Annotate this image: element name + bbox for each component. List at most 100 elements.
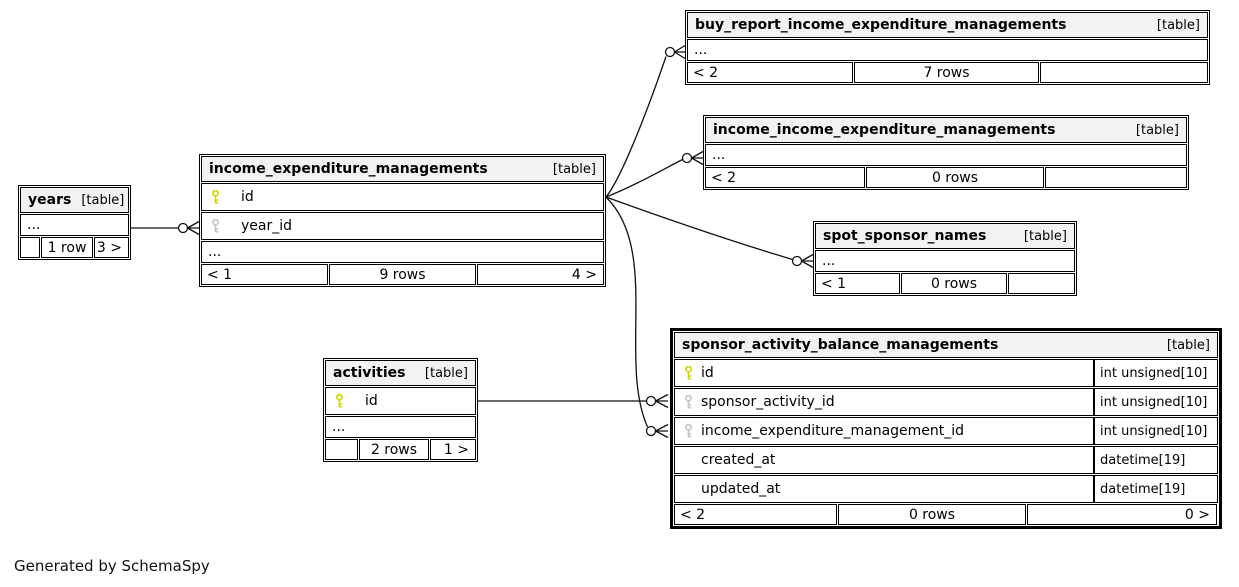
table-name: sponsor_activity_balance_managements xyxy=(682,337,999,353)
table-name: buy_report_income_expenditure_management… xyxy=(695,17,1067,33)
table-name: years xyxy=(28,192,72,208)
column-row: id xyxy=(325,387,476,415)
column-name: sponsor_activity_id xyxy=(701,394,835,410)
zero-marker xyxy=(645,395,657,407)
row-count: 1 row xyxy=(41,237,93,258)
zero-marker xyxy=(664,46,676,58)
ellipsis-label: ... xyxy=(27,217,41,233)
related-out-count xyxy=(1040,62,1208,83)
column-type: datetime[19] xyxy=(1093,476,1217,502)
table-footer: < 2 0 rows 0 > xyxy=(674,504,1218,525)
table-tag: [table] xyxy=(81,192,125,208)
row-count: 7 rows xyxy=(854,62,1039,83)
related-out-count: 0 > xyxy=(1027,504,1217,525)
crow-foot-marker xyxy=(674,44,686,60)
fk-link-income-income xyxy=(605,150,704,198)
table-header[interactable]: buy_report_income_expenditure_management… xyxy=(687,12,1208,38)
hidden-columns-row: ... xyxy=(705,144,1187,166)
foreign-key-icon xyxy=(684,424,693,438)
table-tag: [table] xyxy=(552,161,596,177)
column-row: id int unsigned[10] xyxy=(674,359,1218,387)
column-type: int unsigned[10] xyxy=(1093,418,1217,444)
fk-link-sabm-iem xyxy=(605,196,669,439)
table-footer: < 1 0 rows xyxy=(815,273,1075,294)
column-type: int unsigned[10] xyxy=(1093,360,1217,386)
table-header[interactable]: activities [table] xyxy=(325,360,476,386)
row-count: 2 rows xyxy=(359,439,429,460)
hidden-columns-row: ... xyxy=(201,241,604,263)
table-years: years [table] ... 1 row 3 > xyxy=(18,185,131,260)
table-tag: [table] xyxy=(1156,17,1200,33)
related-out-count xyxy=(1008,273,1075,294)
table-header[interactable]: income_expenditure_managements [table] xyxy=(201,156,604,182)
column-type: int unsigned[10] xyxy=(1093,389,1217,415)
column-row: income_expenditure_management_id int uns… xyxy=(674,417,1218,445)
crow-foot-marker xyxy=(655,423,669,439)
crow-foot-marker xyxy=(187,220,200,236)
column-name: year_id xyxy=(241,218,293,234)
related-out-count: 4 > xyxy=(477,264,604,285)
table-footer: < 2 0 rows xyxy=(705,167,1187,188)
table-spot-sponsor-names: spot_sponsor_names [table] ... < 1 0 row… xyxy=(813,221,1077,296)
related-in-count: < 2 xyxy=(687,62,853,83)
table-footer: 1 row 3 > xyxy=(20,237,129,258)
table-header[interactable]: income_income_expenditure_managements [t… xyxy=(705,117,1187,143)
hidden-columns-row: ... xyxy=(325,416,476,438)
relationship-line xyxy=(605,196,649,428)
column-name: created_at xyxy=(701,452,776,468)
related-in-count: < 2 xyxy=(674,504,837,525)
column-type: datetime[19] xyxy=(1093,447,1217,473)
ellipsis-label: ... xyxy=(208,244,222,260)
table-name: spot_sponsor_names xyxy=(823,228,987,244)
table-buy-report-income-expenditure-managements: buy_report_income_expenditure_management… xyxy=(685,10,1210,85)
column-name: updated_at xyxy=(701,481,781,497)
zero-marker xyxy=(791,255,803,267)
table-income-income-expenditure-managements: income_income_expenditure_managements [t… xyxy=(703,115,1189,190)
column-row: id xyxy=(201,183,604,211)
hidden-columns-row: ... xyxy=(687,39,1208,61)
related-in-count: < 2 xyxy=(705,167,865,188)
column-row: updated_at datetime[19] xyxy=(674,475,1218,503)
column-row: created_at datetime[19] xyxy=(674,446,1218,474)
table-tag: [table] xyxy=(424,365,468,381)
crow-foot-marker xyxy=(655,393,669,409)
fk-link-spot-sponsor-names xyxy=(605,196,814,269)
column-name: id xyxy=(701,365,714,381)
table-header[interactable]: sponsor_activity_balance_managements [ta… xyxy=(674,332,1218,358)
related-out-count: 3 > xyxy=(94,237,129,258)
table-tag: [table] xyxy=(1166,337,1210,353)
table-footer: < 1 9 rows 4 > xyxy=(201,264,604,285)
related-in-count: < 1 xyxy=(201,264,328,285)
column-name: income_expenditure_management_id xyxy=(701,423,965,439)
column-name: id xyxy=(241,189,254,205)
table-name: income_expenditure_managements xyxy=(209,161,488,177)
table-tag: [table] xyxy=(1023,228,1067,244)
crow-foot-marker xyxy=(691,150,704,166)
ellipsis-label: ... xyxy=(694,42,708,58)
zero-marker xyxy=(177,222,189,234)
footer-left xyxy=(325,439,358,460)
row-count: 9 rows xyxy=(329,264,476,285)
relationship-line xyxy=(605,158,683,198)
row-count: 0 rows xyxy=(901,273,1007,294)
hidden-columns-row: ... xyxy=(20,214,129,236)
generated-by-note: Generated by SchemaSpy xyxy=(14,557,210,575)
related-in-count: < 1 xyxy=(815,273,900,294)
zero-marker xyxy=(681,152,693,164)
column-name: id xyxy=(365,393,378,409)
table-tag: [table] xyxy=(1135,122,1179,138)
table-header[interactable]: spot_sponsor_names [table] xyxy=(815,223,1075,249)
fk-link-years xyxy=(131,220,200,236)
column-row: sponsor_activity_id int unsigned[10] xyxy=(674,388,1218,416)
primary-key-icon xyxy=(335,394,344,408)
row-count: 0 rows xyxy=(838,504,1026,525)
fk-link-sabm-activities xyxy=(478,393,669,409)
row-count: 0 rows xyxy=(866,167,1044,188)
table-footer: 2 rows 1 > xyxy=(325,439,476,460)
related-out-count: 1 > xyxy=(430,439,476,460)
crow-foot-marker xyxy=(801,253,814,269)
table-header[interactable]: years [table] xyxy=(20,187,129,213)
foreign-key-icon xyxy=(211,219,220,233)
footer-left xyxy=(20,237,40,258)
